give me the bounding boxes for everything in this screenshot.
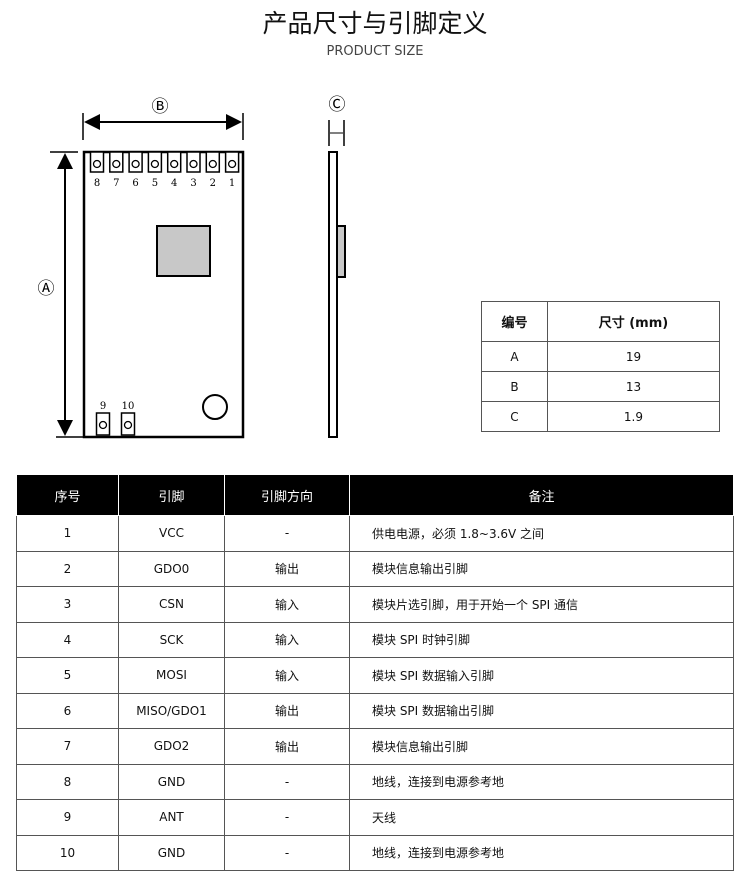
pin-number-cell: 2: [16, 550, 119, 587]
pin-number: 7: [113, 178, 119, 189]
pin-number-cell: 10: [16, 834, 119, 871]
pin-number: 10: [122, 401, 135, 412]
pin-note-cell: 天线: [349, 799, 734, 836]
pin-name-cell: MISO/GDO1: [118, 692, 225, 729]
dimension-value: 19: [546, 341, 721, 372]
pin-name-cell: GND: [118, 834, 225, 871]
pin-header-note: 备注: [349, 474, 734, 516]
module-side-view: [328, 151, 338, 438]
pin-header-direction: 引脚方向: [224, 474, 350, 516]
pin-number: 6: [132, 178, 138, 189]
pin-note-cell: 模块 SPI 时钟引脚: [349, 621, 734, 658]
label-c: Ⓒ: [329, 95, 346, 115]
pin-direction-cell: 输出: [224, 550, 350, 587]
pin-hole: [92, 159, 102, 169]
pin-name-cell: SCK: [118, 621, 225, 658]
pin-number-cell: 1: [16, 515, 119, 552]
pin-name-cell: GDO0: [118, 550, 225, 587]
pin-direction-cell: -: [224, 799, 350, 836]
pin-number-cell: 8: [16, 763, 119, 800]
pin-note-cell: 模块信息输出引脚: [349, 728, 734, 765]
chip-shape: [156, 225, 211, 277]
pin-hole: [123, 420, 133, 430]
pin-hole: [150, 159, 160, 169]
pin-number: 2: [210, 178, 216, 189]
pin-number: 8: [94, 178, 100, 189]
pin-hole: [112, 159, 121, 169]
dimension-id: A: [481, 341, 548, 372]
pin-number-cell: 4: [16, 621, 119, 658]
pin-note-cell: 供电电源，必须 1.8~3.6V 之间: [349, 515, 734, 552]
pin-name-cell: VCC: [118, 515, 225, 552]
dimension-id: B: [481, 371, 548, 402]
pin-name-cell: GDO2: [118, 728, 225, 765]
chip-side-view: [336, 225, 346, 278]
pin-header-no: 序号: [16, 474, 119, 516]
pin-number-cell: 6: [16, 692, 119, 729]
page-title: 产品尺寸与引脚定义: [262, 9, 488, 38]
dim-header-size: 尺寸 (mm): [546, 301, 721, 342]
pin-number-cell: 7: [16, 728, 119, 765]
pin-hole: [131, 159, 140, 169]
pin-number: 4: [171, 178, 177, 189]
antenna-circle: [202, 394, 228, 420]
page-subtitle: PRODUCT SIZE: [326, 44, 424, 59]
dimension-value: 13: [546, 371, 721, 402]
pin-hole: [170, 159, 179, 169]
module-dimension-diagram: Ⓑ Ⓐ 8 7 6 5 4 3 2 1 9 10 Ⓒ: [38, 95, 346, 439]
pin-note-cell: 模块信息输出引脚: [349, 550, 734, 587]
pin-direction-cell: 输入: [224, 657, 350, 694]
dimension-id: C: [481, 401, 548, 432]
pin-hole: [208, 159, 217, 169]
pin-hole: [227, 159, 237, 169]
label-b: Ⓑ: [152, 97, 169, 117]
pin-note-cell: 地线，连接到电源参考地: [349, 763, 734, 800]
pin-direction-cell: 输出: [224, 728, 350, 765]
label-a: Ⓐ: [38, 279, 55, 299]
pin-name-cell: MOSI: [118, 657, 225, 694]
pin-note-cell: 模块 SPI 数据输入引脚: [349, 657, 734, 694]
pin-number: 1: [229, 178, 235, 189]
dim-header-id: 编号: [481, 301, 548, 342]
pin-direction-cell: -: [224, 763, 350, 800]
module-outline: [82, 150, 245, 439]
pin-number-cell: 3: [16, 586, 119, 623]
pin-hole: [189, 159, 198, 169]
pin-direction-cell: 输入: [224, 586, 350, 623]
pin-number: 5: [152, 178, 158, 189]
pin-name-cell: GND: [118, 763, 225, 800]
pin-number: 3: [190, 178, 196, 189]
pin-number-cell: 5: [16, 657, 119, 694]
pin-hole: [98, 420, 108, 430]
pin-note-cell: 模块 SPI 数据输出引脚: [349, 692, 734, 729]
pin-header-pin: 引脚: [118, 474, 225, 516]
pin-direction-cell: -: [224, 834, 350, 871]
pin-direction-cell: -: [224, 515, 350, 552]
pin-note-cell: 模块片选引脚，用于开始一个 SPI 通信: [349, 586, 734, 623]
pin-direction-cell: 输入: [224, 621, 350, 658]
pin-name-cell: CSN: [118, 586, 225, 623]
pin-number: 9: [100, 401, 106, 412]
pin-direction-cell: 输出: [224, 692, 350, 729]
pin-note-cell: 地线，连接到电源参考地: [349, 834, 734, 871]
pin-name-cell: ANT: [118, 799, 225, 836]
dimension-value: 1.9: [546, 401, 721, 432]
pin-number-cell: 9: [16, 799, 119, 836]
